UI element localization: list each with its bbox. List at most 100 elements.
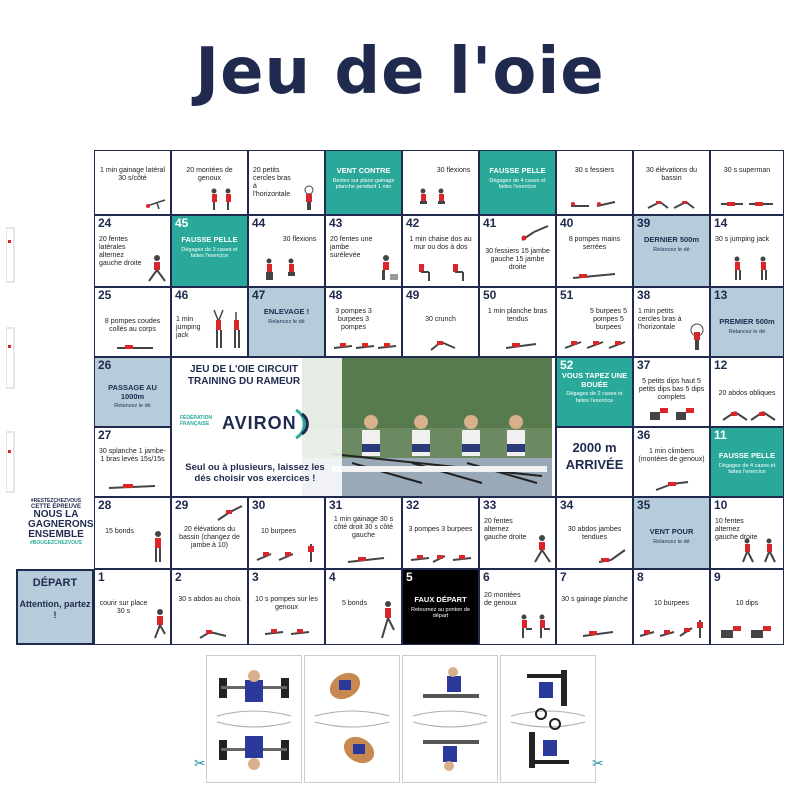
cell-text: 10 dips [735, 600, 759, 607]
cell-number: 28 [98, 498, 112, 512]
board-cell: 25 8 pompes coudes collés au corps [94, 287, 171, 357]
cell-text: 30 splanche 1 jambe-1 bras levés 15s/15s [99, 448, 166, 464]
campaign-badge: #RESTEZCHEZVOUS CETTE ÉPREUVE NOUS LA GA… [28, 498, 94, 546]
cell-text: 30 s jumping jack [715, 236, 770, 243]
cell-number: 46 [175, 288, 189, 302]
board-cell: 20 montées de genoux [171, 150, 248, 215]
cell-text: 5 petits dips haut 5 petits dips bas 5 d… [638, 378, 705, 402]
exercise-figure-icon [504, 340, 538, 352]
exercise-figure-icon [563, 336, 629, 352]
cell-text: 10 s pompes sur les genoux [255, 596, 318, 612]
cell-text: 20 petits cercles bras à l'horizontale [253, 167, 291, 199]
exercise-figure-icon [731, 256, 775, 282]
board-cell: 41 30 fessiers 15 jambe gauche 15 jambe … [479, 215, 556, 287]
cell-label: FAUSSE PELLE [718, 451, 776, 460]
exercise-figure-icon [145, 194, 167, 210]
board-cell: 30 flexions [402, 150, 479, 215]
cell-text: 1 min petits cercles bras à l'horizontal… [638, 308, 682, 332]
cell-number: 2 [175, 570, 182, 584]
cell-number: 50 [483, 288, 497, 302]
board-cell: 42 1 min chaise dos au mur ou dos à dos [402, 215, 479, 287]
exercise-figure-icon [569, 196, 619, 210]
cell-number: 10 [714, 498, 728, 512]
exercise-figure-icon [115, 342, 155, 352]
board-cell: 51 5 burpees 5 pompes 5 burpees [556, 287, 633, 357]
federation-label: FÉDÉRATION FRANÇAISE [180, 415, 213, 427]
pullup-bar-icon [510, 670, 586, 768]
cell-number: 27 [98, 428, 112, 442]
board-cell: 50 1 min planche bras tendus [479, 287, 556, 357]
cell-number: 33 [483, 498, 497, 512]
dice-face-rowing [304, 655, 400, 783]
board-cell: 10 10 fentes alternez gauche droite [710, 497, 784, 569]
cell-number: 30 [252, 498, 266, 512]
rowing-icon [314, 672, 390, 764]
cell-label: VENT POUR [649, 527, 694, 536]
aviron-logo-icon [295, 408, 309, 440]
start-cell: DÉPART Attention, partez ! [16, 569, 94, 645]
exercise-figure-icon [297, 184, 321, 210]
exercise-figure-icon [413, 262, 469, 282]
cell-number: 51 [560, 288, 574, 302]
cell-text: 1 min jumping jack [176, 316, 201, 340]
cell-text: 20 montées de genoux [484, 592, 521, 608]
cell-number: 52 [560, 358, 574, 372]
cell-number: 36 [637, 428, 651, 442]
exercise-figure-icon [409, 550, 475, 564]
cell-number: 6 [483, 570, 490, 584]
cell-number: 7 [560, 570, 567, 584]
exercise-figure-icon [518, 614, 554, 640]
cell-text: 30 fessiers 15 jambe gauche 15 jambe dro… [485, 248, 550, 272]
cell-number: 42 [406, 216, 420, 230]
cell-label: FAUSSE PELLE [489, 166, 546, 175]
cell-text: courir sur place 30 s [99, 600, 148, 616]
cell-text: FAUSSE PELLE Dégagez de 4 cases et faites… [484, 166, 551, 190]
cell-text: 3 pompes 3 burpees 3 pompes [335, 308, 372, 332]
cell-text: 20 fentes une jambe surélevée [330, 236, 373, 260]
cell-number: 9 [714, 570, 721, 584]
slogan: Seul ou à plusieurs, laissez les dés cho… [185, 462, 325, 485]
dice-face-pullup [500, 655, 596, 783]
cell-text: 30 flexions [436, 167, 471, 174]
exercise-figure-icon [107, 482, 157, 492]
board-cell: 38 1 min petits cercles bras à l'horizon… [633, 287, 710, 357]
board-cell: 49 30 crunch [402, 287, 479, 357]
weightlifting-icon [216, 670, 292, 770]
cell-text: 1 min gainage latéral 30 s/côté [100, 167, 165, 183]
board-cell: 2 30 s abdos au choix [171, 569, 248, 645]
cell-number: 25 [98, 288, 112, 302]
cell-subtext: Dégagez de 4 cases et faites l'exercice [489, 177, 546, 190]
board-cell: 48 3 pompes 3 burpees 3 pompes [325, 287, 402, 357]
board-cell: 24 20 fentes latérales alternez gauche d… [94, 215, 171, 287]
cell-number: 32 [406, 498, 420, 512]
cell-number: 14 [714, 216, 728, 230]
page-title: Jeu de l'oie [195, 35, 605, 109]
cell-number: 35 [637, 498, 651, 512]
cell-number: 40 [560, 216, 574, 230]
exercise-figure-icon [376, 254, 400, 282]
badge-line-2: NOUS LA [33, 509, 79, 520]
board-cell: 20 petits cercles bras à l'horizontale [248, 150, 325, 215]
dice-face-weightlifting [206, 655, 302, 783]
cell-text: 30 crunch [425, 316, 456, 323]
cell-text: 30 flexions [282, 236, 317, 243]
cell-number: 8 [637, 570, 644, 584]
cell-number: 4 [329, 570, 336, 584]
exercise-figure-icon [597, 548, 627, 564]
badge-line-1: CETTE ÉPREUVE [30, 504, 81, 510]
cell-text: 8 pompes coudes collés au corps [104, 318, 161, 334]
exercise-figure-icon [429, 338, 457, 352]
board-cell: 14 30 s jumping jack [710, 215, 784, 287]
exercise-figure-icon [417, 188, 451, 210]
